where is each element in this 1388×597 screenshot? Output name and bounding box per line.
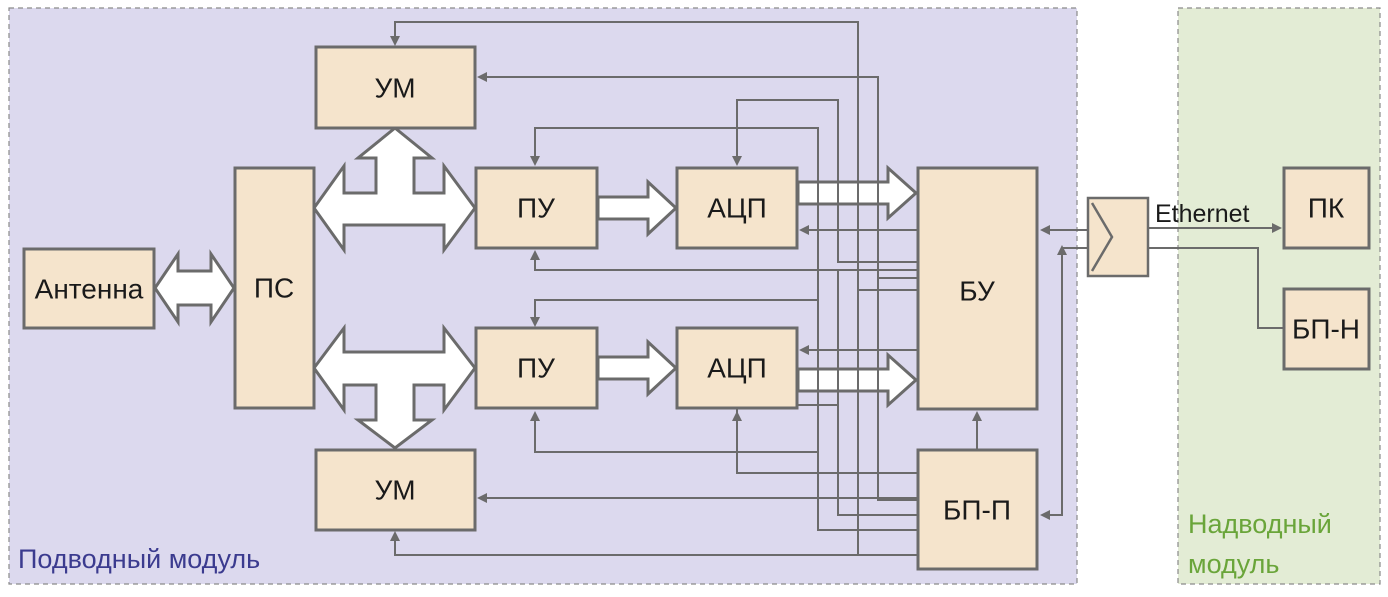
ethernet-switch-icon xyxy=(1086,196,1150,278)
underwater-module-label: Подводный модуль xyxy=(18,544,260,574)
block-um-bottom: УМ xyxy=(314,448,477,532)
block-antenna: Антенна xyxy=(22,247,156,330)
block-bp-p-label: БП-П xyxy=(943,495,1011,526)
block-pu-bottom: ПУ xyxy=(474,326,599,410)
signal-lines xyxy=(394,21,1284,556)
surface-module-label-line1: Надводный xyxy=(1188,509,1332,539)
block-pu-bottom-label: ПУ xyxy=(517,353,555,384)
surface-module-label-line2: модуль xyxy=(1188,549,1279,579)
block-adc-top-label: АЦП xyxy=(707,193,767,224)
block-bu-label: БУ xyxy=(959,276,995,307)
block-adc-bottom: АЦП xyxy=(675,326,799,410)
block-adc-bottom-label: АЦП xyxy=(707,353,767,384)
block-um-top-label: УМ xyxy=(374,73,415,104)
block-um-bottom-label: УМ xyxy=(374,475,415,506)
block-um-top: УМ xyxy=(314,45,477,130)
block-pu-top-label: ПУ xyxy=(517,193,555,224)
bus-arrow-ps-top-cross xyxy=(312,126,477,255)
block-pk: ПК xyxy=(1282,166,1371,250)
block-antenna-label: Антенна xyxy=(35,274,144,305)
block-ps-label: ПС xyxy=(254,273,294,304)
block-bu: БУ xyxy=(916,166,1039,411)
block-bp-n-label: БП-Н xyxy=(1292,314,1360,345)
block-pk-label: ПК xyxy=(1308,193,1345,224)
bus-arrow-pu-adc-bottom xyxy=(596,338,679,398)
block-adc-top: АЦП xyxy=(675,166,799,250)
ethernet-label: Ethernet xyxy=(1155,200,1250,228)
block-pu-top: ПУ xyxy=(474,166,599,250)
block-bp-p: БП-П xyxy=(916,448,1039,571)
bus-arrow-pu-adc-top xyxy=(596,178,679,238)
block-ps: ПС xyxy=(233,166,316,410)
arrowheads xyxy=(390,36,1282,541)
block-bp-n: БП-Н xyxy=(1282,287,1371,371)
bus-arrow-ps-bottom-cross xyxy=(312,323,477,450)
